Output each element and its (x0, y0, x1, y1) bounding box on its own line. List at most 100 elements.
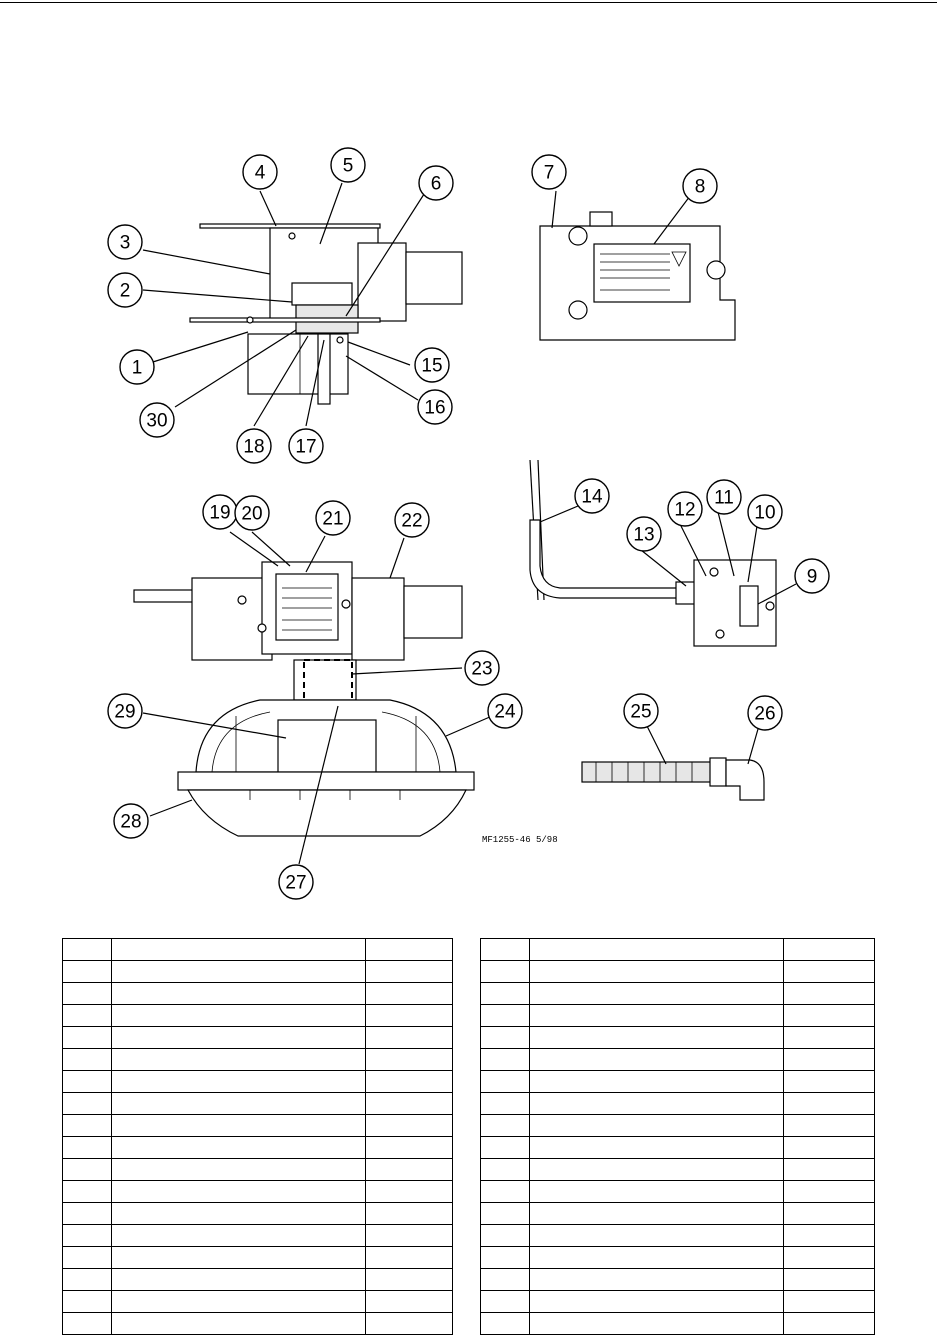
fixture-assembly (177, 659, 475, 837)
callout-number: 21 (322, 509, 343, 530)
callout-circle (531, 154, 567, 190)
bolt (715, 629, 725, 639)
top-border-rule (0, 2, 937, 3)
callout-number: 11 (714, 488, 734, 509)
callout-circle (626, 516, 662, 552)
description-cell (529, 1158, 784, 1181)
junction-box (693, 559, 777, 647)
item-cell (62, 1004, 112, 1027)
table-row (62, 1048, 453, 1071)
bolt (336, 336, 344, 344)
description-cell (529, 1224, 784, 1247)
description-cell (529, 1048, 784, 1071)
callout-number: 16 (424, 398, 445, 419)
bolt (709, 567, 719, 577)
table-row (480, 1224, 875, 1247)
table-row (62, 1180, 453, 1203)
callout-14: 14 (574, 478, 610, 514)
part-number-cell (365, 1268, 453, 1291)
description-cell (529, 1114, 784, 1137)
callout-1: 1 (119, 349, 155, 385)
callout-13: 13 (626, 516, 662, 552)
side-fitting (357, 242, 407, 322)
callout-number: 1 (132, 358, 143, 379)
callout-number: 14 (581, 487, 603, 508)
part-number-cell (365, 960, 453, 983)
callout-number: 12 (674, 500, 695, 521)
item-cell (62, 938, 112, 961)
callout-number: 7 (544, 163, 555, 184)
part-number-cell (783, 982, 875, 1005)
description-cell (111, 1048, 366, 1071)
item-cell (480, 1092, 530, 1115)
part-number-cell (783, 1026, 875, 1049)
description-cell (111, 1180, 366, 1203)
callout-11: 11 (706, 479, 742, 515)
callout-27: 27 (278, 864, 314, 900)
callout-20: 20 (234, 495, 270, 531)
bolt (246, 316, 254, 324)
item-cell (62, 1180, 112, 1203)
middle-right-assembly (529, 459, 777, 647)
item-cell (62, 1224, 112, 1247)
part-number-cell (365, 1290, 453, 1313)
part-number-cell (783, 1246, 875, 1269)
part-number-cell (783, 1004, 875, 1027)
table-row (480, 982, 875, 1005)
part-number-cell (365, 1246, 453, 1269)
table-row (480, 1202, 875, 1225)
left-housing (191, 577, 273, 661)
item-cell (62, 1114, 112, 1137)
table-row (62, 1268, 453, 1291)
table-row (62, 982, 453, 1005)
terminal-strip (739, 585, 759, 627)
item-cell (62, 1246, 112, 1269)
callout-circle (417, 389, 453, 425)
callout-circle (330, 147, 366, 183)
callout-circle (119, 349, 155, 385)
description-cell (529, 1004, 784, 1027)
description-cell (529, 1026, 784, 1049)
callout-circle (288, 428, 324, 464)
item-cell (62, 1202, 112, 1225)
part-number-cell (365, 1224, 453, 1247)
table-row (62, 1290, 453, 1313)
top-plate (199, 223, 381, 229)
callout-number: 9 (807, 567, 818, 588)
callout-number: 27 (285, 873, 306, 894)
item-cell (62, 1092, 112, 1115)
item-cell (480, 938, 530, 961)
callout-7: 7 (531, 154, 567, 190)
part-number-cell (783, 1180, 875, 1203)
table-row (62, 938, 453, 961)
part-number-cell (783, 1070, 875, 1093)
description-cell (529, 938, 784, 961)
part-number-cell (365, 982, 453, 1005)
callout-number: 28 (120, 812, 141, 833)
table-row (62, 1246, 453, 1269)
callout-2: 2 (107, 272, 143, 308)
callout-17: 17 (288, 428, 324, 464)
callout-circle (278, 864, 314, 900)
callout-29: 29 (107, 693, 143, 729)
part-number-cell (783, 1136, 875, 1159)
dome-lens (186, 789, 467, 837)
upper-right-assembly (539, 211, 736, 341)
part-number-cell (783, 938, 875, 961)
description-cell (529, 1290, 784, 1313)
callout-circle (682, 168, 718, 204)
item-cell (62, 960, 112, 983)
item-cell (480, 1114, 530, 1137)
item-cell (480, 1004, 530, 1027)
drawing-number: MF1255-46 5/98 (482, 835, 558, 845)
item-cell (480, 1268, 530, 1291)
description-cell (529, 1180, 784, 1203)
description-cell (111, 1290, 366, 1313)
callout-number: 4 (255, 163, 266, 184)
bolt (257, 623, 267, 633)
callout-number: 19 (209, 503, 230, 524)
callout-circle (794, 558, 830, 594)
item-cell (62, 1290, 112, 1313)
description-cell (111, 1114, 366, 1137)
